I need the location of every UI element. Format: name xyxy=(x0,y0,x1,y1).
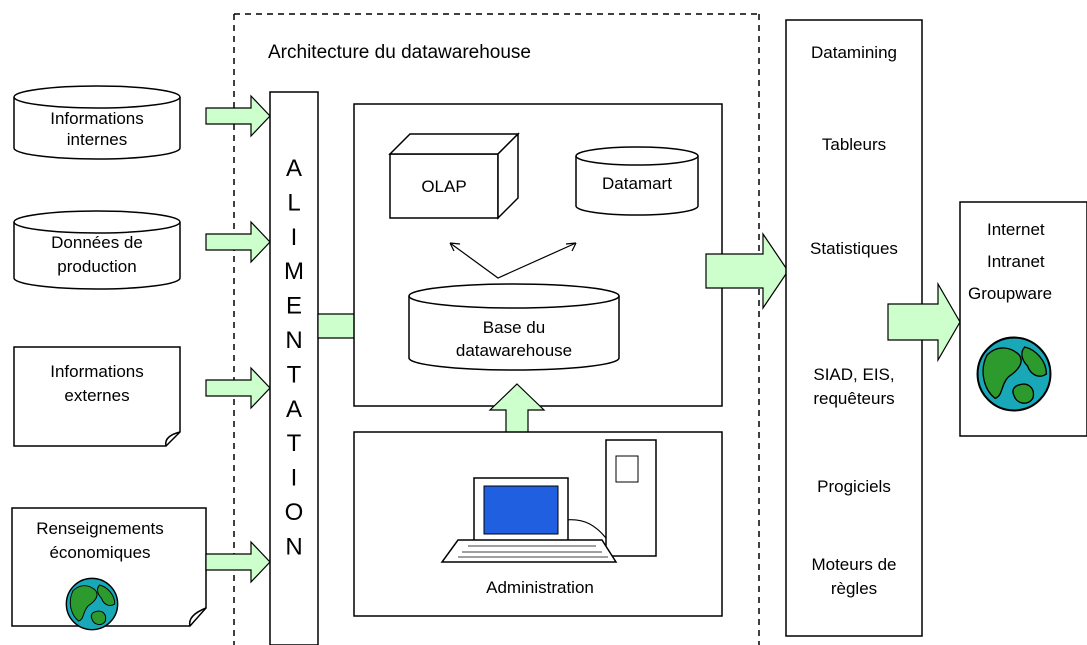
tool-label: SIAD, EIS, xyxy=(813,365,894,384)
arrow-icon xyxy=(205,366,271,410)
alimentation-column xyxy=(269,91,319,645)
source-informations-externes: Informations externes xyxy=(13,346,181,447)
tool-label: Moteurs de xyxy=(811,555,896,574)
alimentation-letter: A xyxy=(286,155,302,182)
network-groupware: Groupware xyxy=(968,284,1052,303)
alimentation-letter: I xyxy=(291,224,298,251)
source-label-line: Informations xyxy=(50,109,144,128)
alimentation-letter: T xyxy=(287,361,302,388)
olap-cube: OLAP xyxy=(388,132,520,220)
administration-label: Administration xyxy=(486,578,594,597)
datamart-label: Datamart xyxy=(602,174,672,193)
alimentation-letter: T xyxy=(287,430,302,457)
base-datawarehouse-cylinder: Base du datawarehouse xyxy=(408,283,620,371)
architecture-title: Architecture du datawarehouse xyxy=(268,42,531,63)
source-arrows xyxy=(205,94,271,584)
network-intranet: Intranet xyxy=(987,252,1045,271)
alimentation-letter: N xyxy=(285,533,302,560)
tool-label: Progiciels xyxy=(817,477,891,496)
alimentation-letter: I xyxy=(291,465,298,492)
arrow-icon xyxy=(205,540,271,584)
alimentation-letter: M xyxy=(284,258,304,285)
base-connection-lines xyxy=(449,242,577,279)
datamart-cylinder: Datamart xyxy=(575,146,699,216)
tool-label: règles xyxy=(831,579,877,598)
tool-label: Datamining xyxy=(811,43,897,62)
base-label-line: datawarehouse xyxy=(456,341,572,360)
tool-label: Tableurs xyxy=(822,135,886,154)
alimentation-letter: L xyxy=(287,189,300,216)
arrow-icon xyxy=(205,220,271,264)
globe-icon xyxy=(976,336,1052,412)
computer-icon xyxy=(440,439,657,563)
source-label-line: économiques xyxy=(49,543,150,562)
source-label-line: Données de xyxy=(51,233,143,252)
alimentation-letter: A xyxy=(286,396,302,423)
globe-icon xyxy=(65,577,119,631)
tools-to-network-arrow xyxy=(887,281,961,363)
core-to-tools-arrow xyxy=(705,232,789,310)
olap-label: OLAP xyxy=(421,177,466,196)
source-label-line: Renseignements xyxy=(36,519,164,538)
source-label-line: Informations xyxy=(50,362,144,381)
source-informations-internes: Informations internes xyxy=(13,85,181,160)
tool-label: requêteurs xyxy=(813,389,894,408)
arrow-icon xyxy=(205,94,271,138)
source-renseignements-economiques: Renseignements économiques xyxy=(11,507,207,631)
source-label-line: externes xyxy=(64,386,129,405)
source-label-line: internes xyxy=(67,130,127,149)
alimentation-letter: O xyxy=(285,499,304,526)
tool-label: Statistiques xyxy=(810,239,898,258)
alimentation-letter: N xyxy=(285,327,302,354)
network-internet: Internet xyxy=(987,220,1045,239)
source-label-line: production xyxy=(57,257,136,276)
base-label-line: Base du xyxy=(483,318,545,337)
alimentation-letter: E xyxy=(286,293,302,320)
source-donnees-production: Données de production xyxy=(13,210,181,290)
